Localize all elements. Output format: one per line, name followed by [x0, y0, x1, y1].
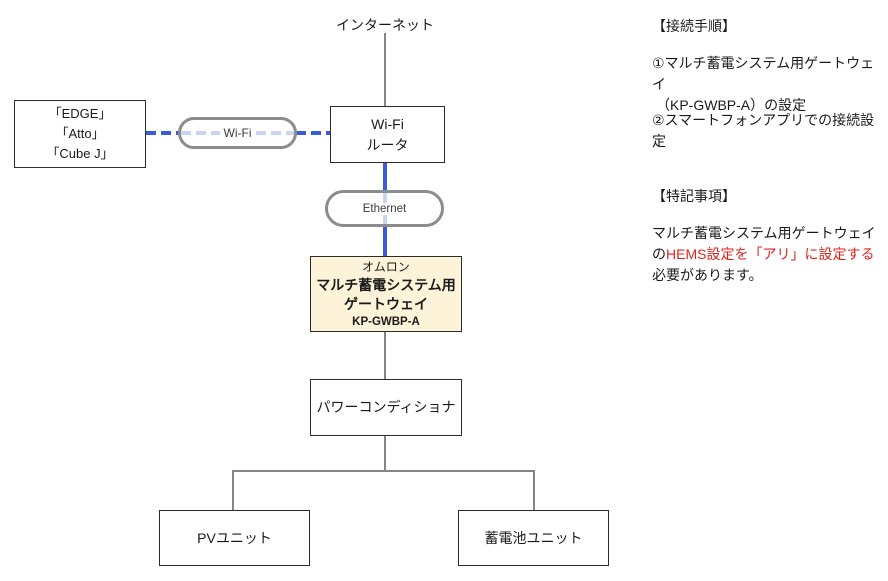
pv-unit-box: PVユニット [159, 510, 310, 566]
edge-devices-box: 「EDGE」 「Atto」 「Cube J」 [14, 100, 146, 168]
note-line3: 要があります。 [666, 267, 763, 283]
wifi-pill-label: Wi-Fi [219, 126, 256, 140]
power-conditioner-label: パワーコンディショナ [316, 399, 456, 415]
ethernet-pill-label: Ethernet [358, 202, 411, 215]
power-conditioner-box: パワーコンディショナ [310, 379, 462, 436]
side-panel: 【接続手順】 ①マルチ蓄電システム用ゲートウェイ （KP-GWBP-A）の設定 … [652, 0, 888, 581]
pv-unit-label: PVユニット [197, 529, 272, 546]
procedure-step-2: ②スマートフォンアプリでの接続設定 [652, 112, 875, 149]
wifi-router-box: Wi-Fi ルータ [330, 106, 445, 163]
branch-left-drop-line [232, 470, 234, 510]
internet-to-router-line [384, 33, 386, 106]
special-note: マルチ蓄電システム用ゲートウェイのHEMS設定を「アリ」に設定する必要があります… [652, 223, 888, 286]
battery-unit-box: 蓄電池ユニット [458, 510, 609, 566]
ethernet-pill: Ethernet [325, 190, 444, 227]
gateway-name-line1: マルチ蓄電システム用 [316, 276, 456, 293]
gateway-name-line2: ゲートウェイ [344, 295, 428, 312]
notes-heading: 【特記事項】 [652, 188, 736, 204]
battery-unit-label: 蓄電池ユニット [484, 529, 583, 546]
note-line1: マルチ蓄電システム用ゲートウェイの [652, 225, 876, 262]
power-to-branch-line [384, 436, 386, 471]
gateway-box: オムロン マルチ蓄電システム用 ゲートウェイ KP-GWBP-A [310, 256, 462, 332]
note-red-text: HEMS設定を「アリ」に設定する [666, 246, 875, 262]
step1-line2: （KP-GWBP-A）の設定 [656, 97, 807, 113]
router-label-line1: Wi-Fi [371, 115, 404, 132]
branch-right-drop-line [533, 470, 535, 510]
router-label-line2: ルータ [366, 136, 409, 153]
device-name-atto: 「Atto」 [55, 126, 105, 141]
branch-horizontal-line [232, 470, 535, 472]
procedure-heading: 【接続手順】 [652, 18, 736, 34]
internet-label: インターネット [336, 17, 434, 33]
gateway-brand: オムロン [362, 259, 410, 274]
gateway-model: KP-GWBP-A [352, 315, 420, 328]
device-name-cubej: 「Cube J」 [46, 146, 114, 161]
note-after-red: 必 [652, 267, 666, 283]
procedure-step-1: ①マルチ蓄電システム用ゲートウェイ （KP-GWBP-A）の設定 [652, 53, 888, 116]
device-name-edge: 「EDGE」 [48, 106, 112, 121]
step1-line1: ①マルチ蓄電システム用ゲートウェイ [652, 55, 875, 92]
wifi-pill: Wi-Fi [178, 117, 297, 149]
gateway-to-power-line [384, 332, 386, 379]
